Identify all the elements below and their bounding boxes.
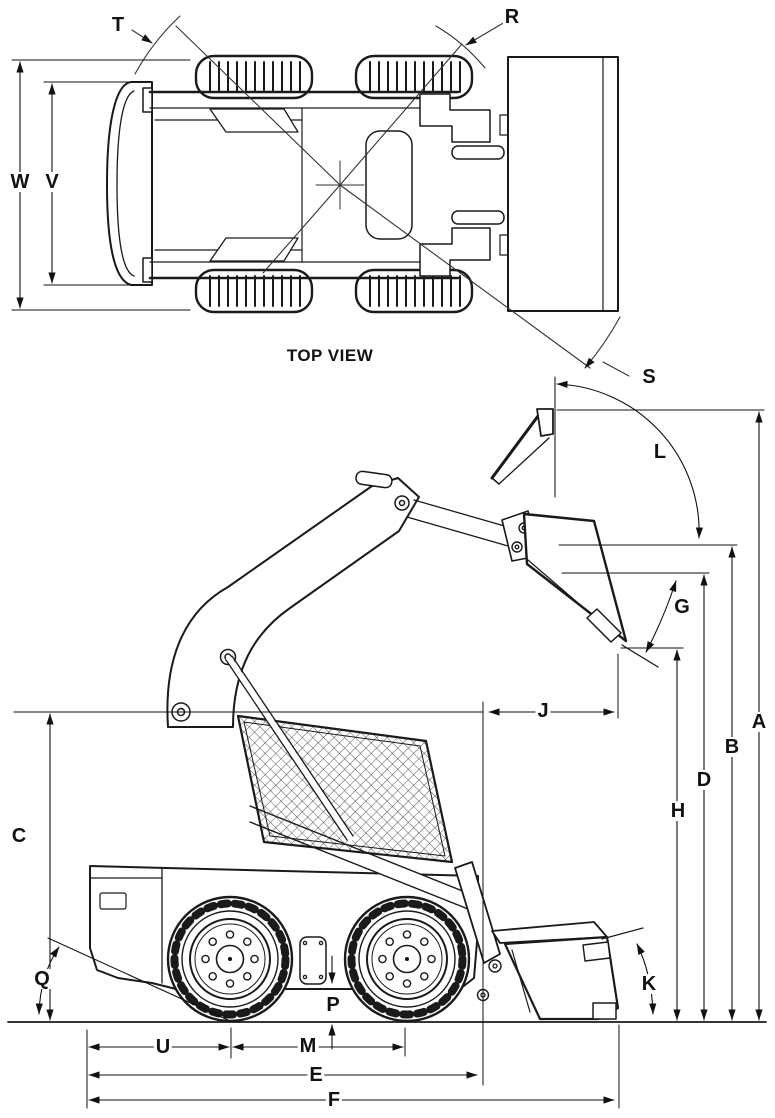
dim-label-j: J: [535, 700, 551, 722]
top-view-fender: [209, 108, 299, 133]
top-view-machine: [11, 15, 630, 377]
dim-label-b: B: [722, 736, 742, 758]
top-view-fender: [209, 237, 299, 262]
side-bucket-raised-position: [490, 376, 556, 498]
leader-R: [465, 21, 506, 46]
dim-label-t: T: [109, 14, 127, 36]
dim-label-c: C: [9, 825, 29, 847]
top-view-rear-bumper: [106, 81, 153, 286]
top-view-pin-bar: [451, 145, 505, 160]
dim-label-g: G: [672, 596, 692, 618]
dim-label-d: D: [694, 769, 714, 791]
top-view-pin-bar: [451, 210, 505, 225]
side-bucket-ground-position: [491, 921, 644, 1021]
dim-label-u: U: [153, 1036, 173, 1058]
dim-label-a: A: [749, 711, 769, 733]
dim-label-h: H: [668, 800, 688, 822]
dim-label-q: Q: [32, 968, 52, 990]
top-view-attach-tower: [419, 227, 491, 277]
leader-T: [131, 29, 153, 44]
top-view-attach-tower: [419, 93, 491, 143]
side-step: [299, 936, 327, 985]
dim-label-e: E: [307, 1064, 325, 1086]
dim-label-m: M: [297, 1035, 319, 1057]
dim-label-r: R: [502, 6, 522, 28]
side-view-machine: [7, 376, 767, 1023]
arc-L: [556, 380, 704, 539]
side-lift-cylinder: [225, 655, 354, 841]
top-view-dimensions: [11, 59, 191, 311]
arc-G: [645, 580, 677, 653]
side-bucket-dump-position: [406, 499, 628, 643]
top-view-bucket: [499, 56, 619, 312]
leader-S: [602, 361, 630, 377]
side-boom: [166, 477, 420, 728]
boom-handle: [355, 470, 393, 489]
top-view-title: TOP VIEW: [284, 346, 376, 366]
turn-arc-front: [435, 25, 486, 69]
turn-arc-clearance: [584, 316, 621, 369]
top-view-tires: [194, 54, 474, 314]
side-rear-wheel: [166, 895, 294, 1023]
dim-label-w: W: [8, 171, 32, 193]
side-cab-mesh: [236, 714, 454, 864]
dim-label-k: K: [639, 973, 659, 995]
top-view-frame-rails: [142, 87, 460, 283]
dim-label-f: F: [325, 1089, 343, 1111]
dim-label-p: P: [324, 994, 342, 1016]
turn-arc-rear: [134, 15, 181, 75]
departure-angle-line: [47, 937, 229, 1021]
dim-label-l: L: [651, 441, 669, 463]
dim-label-v: V: [43, 171, 61, 193]
top-view-turn-radius-lines: [131, 15, 630, 377]
side-front-wheel: [343, 895, 471, 1023]
dim-label-s: S: [640, 366, 658, 388]
